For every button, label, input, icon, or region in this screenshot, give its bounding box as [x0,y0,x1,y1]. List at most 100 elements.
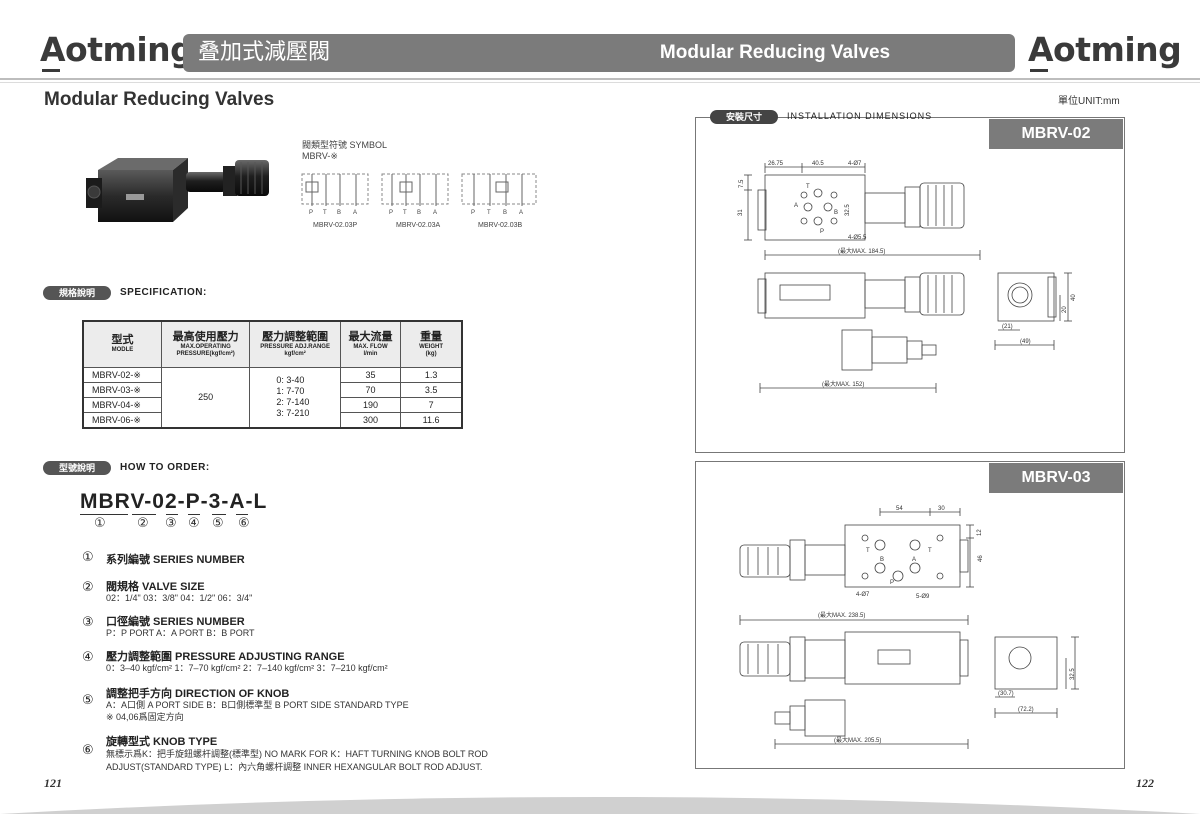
cell-model: MBRV-04-※ [82,396,162,413]
dim-label: 4-Ø5.5 [848,235,867,241]
dim-label: 5-Ø9 [916,594,930,600]
item-desc: 02：1/4" 03：3/8" 04：1/2" 06：3/4" [106,593,253,603]
range-line: 0: 3-40 [276,375,305,385]
port-label: A [794,203,798,209]
symbol-diagram-p: P T B A [301,173,369,216]
code-sep: - [245,490,254,513]
item-heading: 旋轉型式 KNOB TYPE [106,736,218,748]
header-title-en: Modular Reducing Valves [659,42,891,63]
mbrv03-label: MBRV-03 [989,463,1123,493]
code-num: ⑤ [212,516,224,531]
code-num: ⑥ [238,516,250,531]
brand-logo-right: Aotming [1028,30,1182,72]
dim-label: 26.75 [768,161,784,167]
code-num: ① [94,516,106,531]
code-knob-dir: A [229,490,246,513]
dim-label: 32.5 [1070,668,1076,680]
item-heading: 調整把手方向 DIRECTION OF KNOB [106,688,290,700]
code-num: ② [137,516,149,531]
item-heading: 口徑編號 SERIES NUMBER [106,616,245,628]
symbol-subtitle: MBRV-※ [302,151,338,161]
bottom-decoration [0,797,1200,814]
dim-label: (最大MAX. 184.5) [838,247,885,255]
code-underline [166,514,178,515]
port-a: A [433,210,437,216]
code-num: ③ [165,516,177,531]
item-desc: A：A口側 A PORT SIDE B：B口側標準型 B PORT SIDE S… [106,700,409,710]
cell-model: MBRV-06-※ [82,411,162,428]
order-code: MBRV-02-P-3-A-L [80,490,267,514]
dim-label: (30.7) [998,691,1014,697]
dim-label: 46 [978,555,984,562]
range-line: 1: 7-70 [276,386,305,396]
code-underline [132,514,156,515]
spec-tag: 規格說明 [43,286,111,300]
order-title: HOW TO ORDER: [120,462,210,473]
code-underline [188,514,200,515]
cell-pressure-range: 0: 3-40 1: 7-70 2: 7-140 3: 7-210 [249,366,341,428]
item-number: ④ [82,650,94,665]
page-title: Modular Reducing Valves [44,89,275,110]
port-p: P [389,210,393,216]
code-series: MBRV- [80,490,153,513]
code-sep: - [200,490,209,513]
header-title-cn: 叠加式減壓閥 [198,40,331,65]
item-desc: 無標示爲K：把手旋鈕螺杆調整(標準型) NO MARK FOR K：HAFT T… [106,749,488,759]
code-sep: - [177,490,186,513]
mbrv02-drawing: 26.75 40.5 4-Ø7 7.5 31 32.5 4-Ø5.5 (最大MA… [738,161,1077,393]
dim-label: 32.5 [845,204,851,216]
header-title-bar [183,34,1015,72]
code-port: P [185,490,201,513]
header-divider [0,78,1200,80]
spec-title: SPECIFICATION: [120,287,207,298]
dim-label: (最大MAX. 152) [822,380,864,388]
code-knob-type: L [253,490,268,513]
port-a: A [519,210,523,216]
cell-flow: 190 [339,396,402,413]
item-desc: 0：3–40 kgf/cm² 1：7–70 kgf/cm² 2：7–140 kg… [106,663,388,673]
cell-weight: 7 [400,396,463,413]
port-b: B [417,210,421,216]
cell-flow: 70 [339,381,402,398]
dim-label: 12 [977,529,983,536]
code-sep: - [221,490,230,513]
page-header: Aotming 叠加式減壓閥 Modular Reducing Valves A… [0,0,1200,88]
table-row: MBRV-04-※ 190 7 [82,396,463,413]
dim-label: 31 [738,209,744,216]
dim-label: 4-Ø7 [856,592,870,598]
item-desc: P：P PORT A：A PORT B：B PORT [106,628,255,638]
symbol-label-a: MBRV-02.03A [396,222,441,229]
item-desc: ※ 04,06爲固定方向 [106,712,184,722]
cell-weight: 11.6 [400,411,463,428]
port-b: B [337,210,341,216]
cell-max-pressure: 250 [160,366,251,428]
port-a: A [353,210,357,216]
dim-label: 7.5 [739,179,745,188]
mbrv02-frame [695,117,1125,453]
cell-flow: 35 [339,366,402,383]
item-number: ② [82,580,94,595]
item-number: ⑥ [82,743,94,758]
table-row: MBRV-06-※ 300 11.6 [82,411,463,428]
dim-label: (72.2) [1018,707,1034,713]
port-label: P [820,229,824,235]
port-b: B [503,210,507,216]
port-t: T [403,210,407,216]
dim-label: 30 [938,506,945,512]
symbol-label-p: MBRV-02.03P [313,222,358,229]
mbrv02-label: MBRV-02 [989,119,1123,149]
code-range: 3 [208,490,222,513]
unit-label: 單位UNIT:mm [1058,96,1120,107]
code-size: 02 [152,490,178,513]
dim-label: (最大MAX. 238.5) [818,611,865,619]
symbol-title: 閥類型符號 SYMBOL [302,140,388,150]
valve-photo [86,158,269,222]
dim-label: (最大MAX. 205.5) [834,736,881,744]
dim-label: 20 [1062,306,1068,313]
